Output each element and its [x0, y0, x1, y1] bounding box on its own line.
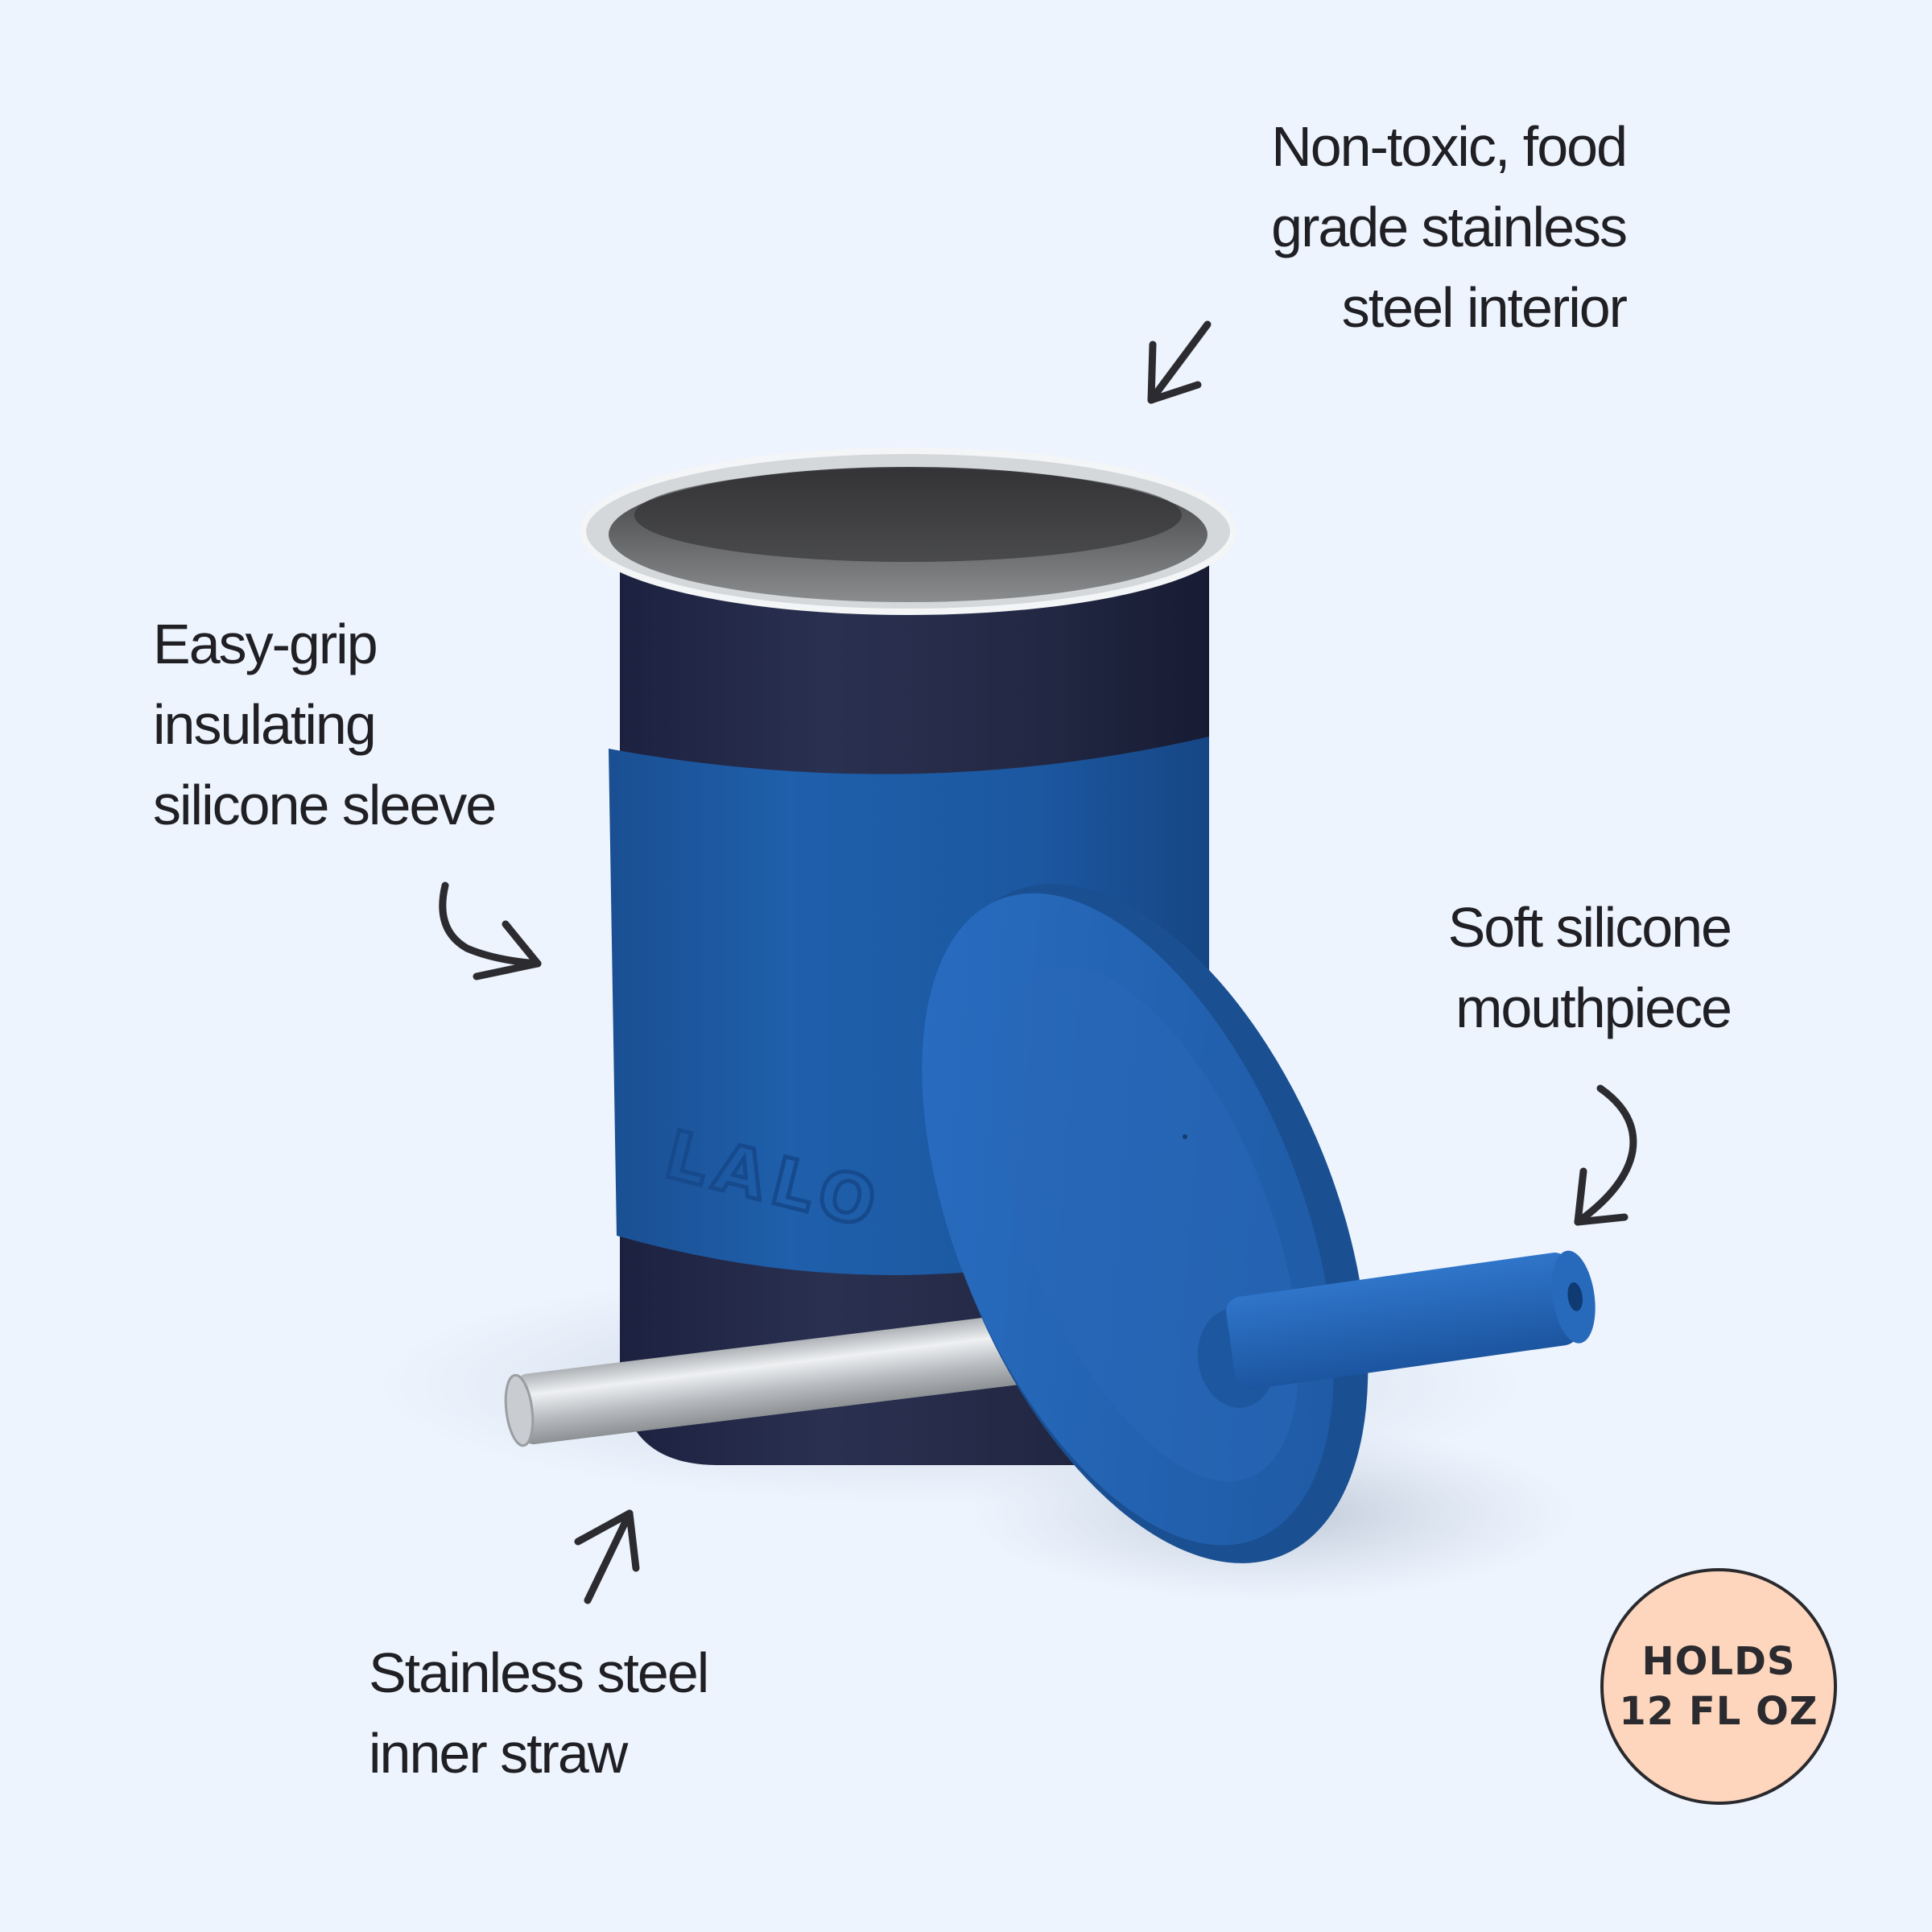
badge-line-2: 12 FL OZ: [1619, 1689, 1818, 1734]
arrow-to-mouthpiece: [1574, 1084, 1637, 1226]
callout-line: Easy-grip: [153, 613, 378, 675]
callout-silicone-sleeve: Easy-grip insulating silicone sleeve: [153, 604, 636, 845]
callout-mouthpiece: Soft silicone mouthpiece: [1320, 887, 1732, 1048]
arrow-to-sleeve: [439, 881, 542, 980]
callout-line: steel interior: [1341, 276, 1628, 339]
callout-inner-straw: Stainless steel inner straw: [369, 1633, 852, 1794]
stainless-straw: [504, 1306, 1098, 1447]
callout-line: grade stainless: [1271, 196, 1628, 258]
lid-mouthpiece: [1197, 1250, 1596, 1408]
callout-line: Soft silicone: [1447, 896, 1732, 959]
callout-line: inner straw: [369, 1722, 628, 1785]
callout-line: silicone sleeve: [153, 774, 497, 836]
callout-line: Stainless steel: [369, 1641, 709, 1704]
callout-line: mouthpiece: [1455, 976, 1732, 1039]
callout-line: insulating: [153, 693, 377, 756]
callout-stainless-interior: Non-toxic, food grade stainless steel in…: [1095, 106, 1628, 348]
arrow-to-interior: [1147, 320, 1212, 404]
callout-line: Non-toxic, food: [1271, 115, 1628, 178]
lid-vent-dot: [1183, 1134, 1187, 1139]
badge-line-1: HOLDS: [1641, 1639, 1796, 1684]
capacity-badge: HOLDS 12 FL OZ: [1600, 1568, 1837, 1805]
arrow-to-straw: [574, 1509, 640, 1604]
cup-interior-bottom: [634, 469, 1182, 562]
